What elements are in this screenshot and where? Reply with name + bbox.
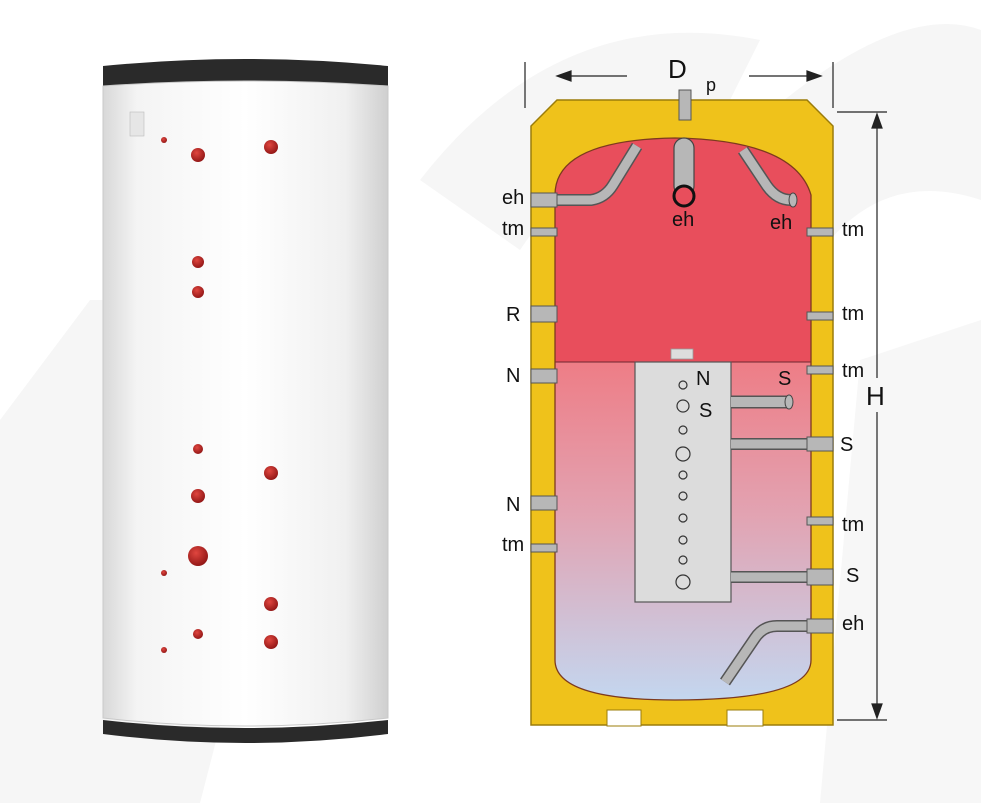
coil-hole — [678, 380, 688, 390]
coil-hole — [678, 513, 688, 523]
coil-hole — [676, 399, 690, 413]
port-tm-right-1 — [806, 227, 834, 237]
port-dot — [264, 140, 278, 154]
label-coil-n: N — [696, 368, 711, 390]
coil-hole — [675, 446, 691, 462]
label-eh-right-bottom: eh — [842, 613, 865, 635]
height-dimension — [837, 111, 887, 721]
tank-foot — [726, 709, 764, 727]
port-dot — [188, 546, 208, 566]
port-dot — [192, 256, 204, 268]
port-n-left-bottom — [530, 495, 558, 511]
label-eh-left: eh — [502, 187, 525, 209]
sensor-plug — [670, 348, 694, 360]
coil-hole — [678, 425, 688, 435]
label-eh-inner-right: eh — [770, 212, 793, 234]
label-coil-s-right: S — [778, 368, 792, 390]
port-tm-left-bottom — [530, 543, 558, 553]
tank-foot — [606, 709, 642, 727]
port-dot — [192, 286, 204, 298]
port-tm-right-2 — [806, 311, 834, 321]
port-dot — [264, 597, 278, 611]
label-tm-right-3: tm — [842, 360, 865, 382]
tank-body — [102, 80, 389, 727]
tank-bottom-cap — [103, 720, 388, 743]
label-tm-left-top: tm — [502, 218, 525, 240]
cross-section-diagram — [524, 62, 887, 727]
label-tm-right-4: tm — [842, 514, 865, 536]
coil-hole — [678, 535, 688, 545]
height-label: H — [866, 381, 885, 411]
coil-hole — [678, 491, 688, 501]
width-dimension — [524, 62, 834, 108]
label-coil-s: S — [699, 400, 713, 422]
rating-plate — [129, 111, 145, 137]
diameter-sub-label: p — [706, 75, 717, 95]
label-tm-left-bottom: tm — [502, 534, 525, 556]
port-dot — [161, 647, 167, 653]
top-port — [678, 89, 692, 121]
coil-hole — [678, 470, 688, 480]
label-tm-right-1: tm — [842, 219, 865, 241]
port-dot — [161, 570, 167, 576]
coil-hole — [675, 574, 691, 590]
label-s-right-upper: S — [840, 434, 854, 456]
label-eh-center: eh — [672, 209, 695, 231]
port-dot — [264, 635, 278, 649]
port-r-left — [530, 305, 558, 323]
port-dot — [191, 489, 205, 503]
port-dot — [264, 466, 278, 480]
label-n-left-bottom: N — [506, 494, 521, 516]
diameter-label: D — [668, 54, 687, 84]
label-s-right-lower: S — [846, 565, 860, 587]
port-dot — [161, 137, 167, 143]
label-r-left: R — [506, 304, 521, 326]
port-dot — [193, 444, 203, 454]
port-n-left-top — [530, 368, 558, 384]
port-tm-right-4 — [806, 516, 834, 526]
port-tm-right-3 — [806, 365, 834, 375]
coil-hole — [678, 555, 688, 565]
tank-photo — [102, 59, 389, 743]
inner-vessel-outline — [554, 137, 812, 701]
port-dot — [191, 148, 205, 162]
port-tm-left-top — [530, 227, 558, 237]
label-tm-right-2: tm — [842, 303, 865, 325]
port-dot — [193, 629, 203, 639]
label-n-left-top: N — [506, 365, 521, 387]
coil-exchanger — [634, 361, 732, 603]
